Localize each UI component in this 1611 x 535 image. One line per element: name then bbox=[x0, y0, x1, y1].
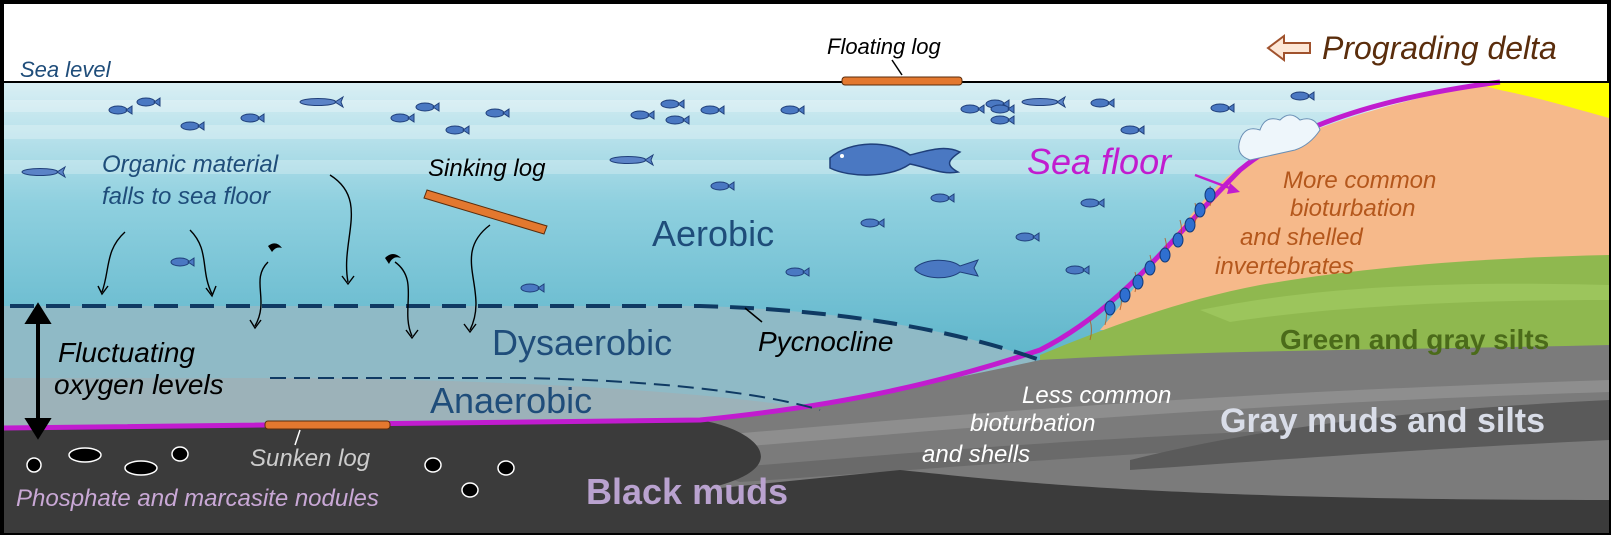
gray-muds-streak-1 bbox=[660, 380, 1609, 450]
water-banding bbox=[4, 100, 1404, 174]
more-common-label-line3: and shelled bbox=[1240, 224, 1363, 251]
more-common-label-line1: More common bbox=[1283, 167, 1436, 194]
invertebrate-clusters bbox=[1104, 187, 1216, 316]
organic-material-label-line2: falls to sea floor bbox=[102, 183, 271, 210]
pycnocline-pointer bbox=[744, 307, 763, 323]
sunken-log-pointer bbox=[294, 429, 301, 446]
large-fish bbox=[829, 143, 962, 176]
sea-level-label: Sea level bbox=[20, 57, 112, 82]
fluctuating-oxygen-arrow bbox=[24, 302, 52, 440]
floating-log bbox=[841, 76, 963, 86]
nodules bbox=[26, 446, 515, 498]
more-common-label-line4: invertebrates bbox=[1215, 253, 1354, 280]
anaerobic-boundary-line bbox=[270, 377, 821, 411]
floating-log-pointer bbox=[891, 59, 903, 76]
organic-material-label-line1: Organic material bbox=[102, 151, 279, 178]
black-muds-label: Black muds bbox=[586, 471, 788, 512]
sunken-log-label: Sunken log bbox=[250, 445, 371, 472]
sunken-log bbox=[264, 420, 391, 430]
dysaerobic-label: Dysaerobic bbox=[492, 322, 672, 363]
green-gray-silts-label: Green and gray silts bbox=[1280, 324, 1549, 355]
prograding-delta-arrow bbox=[1266, 34, 1311, 62]
phosphate-nodules-label: Phosphate and marcasite nodules bbox=[16, 485, 379, 512]
sinking-log-label: Sinking log bbox=[428, 155, 546, 182]
delta-foam bbox=[1238, 114, 1321, 161]
green-silts-wedge bbox=[1200, 283, 1609, 322]
anaerobic-zone bbox=[4, 378, 820, 428]
fluctuating-oxygen-label-line1: Fluctuating bbox=[58, 337, 195, 368]
medium-fish bbox=[914, 259, 979, 279]
black-muds-wedge bbox=[1130, 400, 1609, 470]
more-common-label-line2: bioturbation bbox=[1290, 195, 1415, 222]
gray-muds-silts-label: Gray muds and silts bbox=[1220, 402, 1545, 440]
less-common-label-line3: and shells bbox=[922, 441, 1030, 468]
anaerobic-label: Anaerobic bbox=[430, 380, 592, 421]
organic-particles bbox=[268, 243, 401, 264]
prograding-delta-label: Prograding delta bbox=[1322, 30, 1557, 66]
less-common-label-line2: bioturbation bbox=[970, 410, 1095, 437]
pycnocline-line bbox=[10, 304, 1041, 362]
less-common-label-line1: Less common bbox=[1022, 382, 1171, 409]
aerobic-label: Aerobic bbox=[652, 213, 774, 254]
sea-floor-pointer-head bbox=[1227, 183, 1240, 194]
sea-floor-pointer bbox=[1194, 173, 1236, 192]
floating-log-label: Floating log bbox=[827, 34, 942, 59]
sinking-log bbox=[423, 189, 548, 235]
fluctuating-oxygen-label-line2: oxygen levels bbox=[54, 369, 224, 400]
delta-top-yellow bbox=[1470, 82, 1609, 118]
falling-organic-arrows bbox=[97, 174, 491, 340]
sea-floor-line bbox=[3, 79, 1501, 431]
black-muds-layer bbox=[4, 420, 1609, 533]
sea-floor-label: Sea floor bbox=[1027, 141, 1173, 182]
pycnocline-label: Pycnocline bbox=[758, 326, 893, 357]
